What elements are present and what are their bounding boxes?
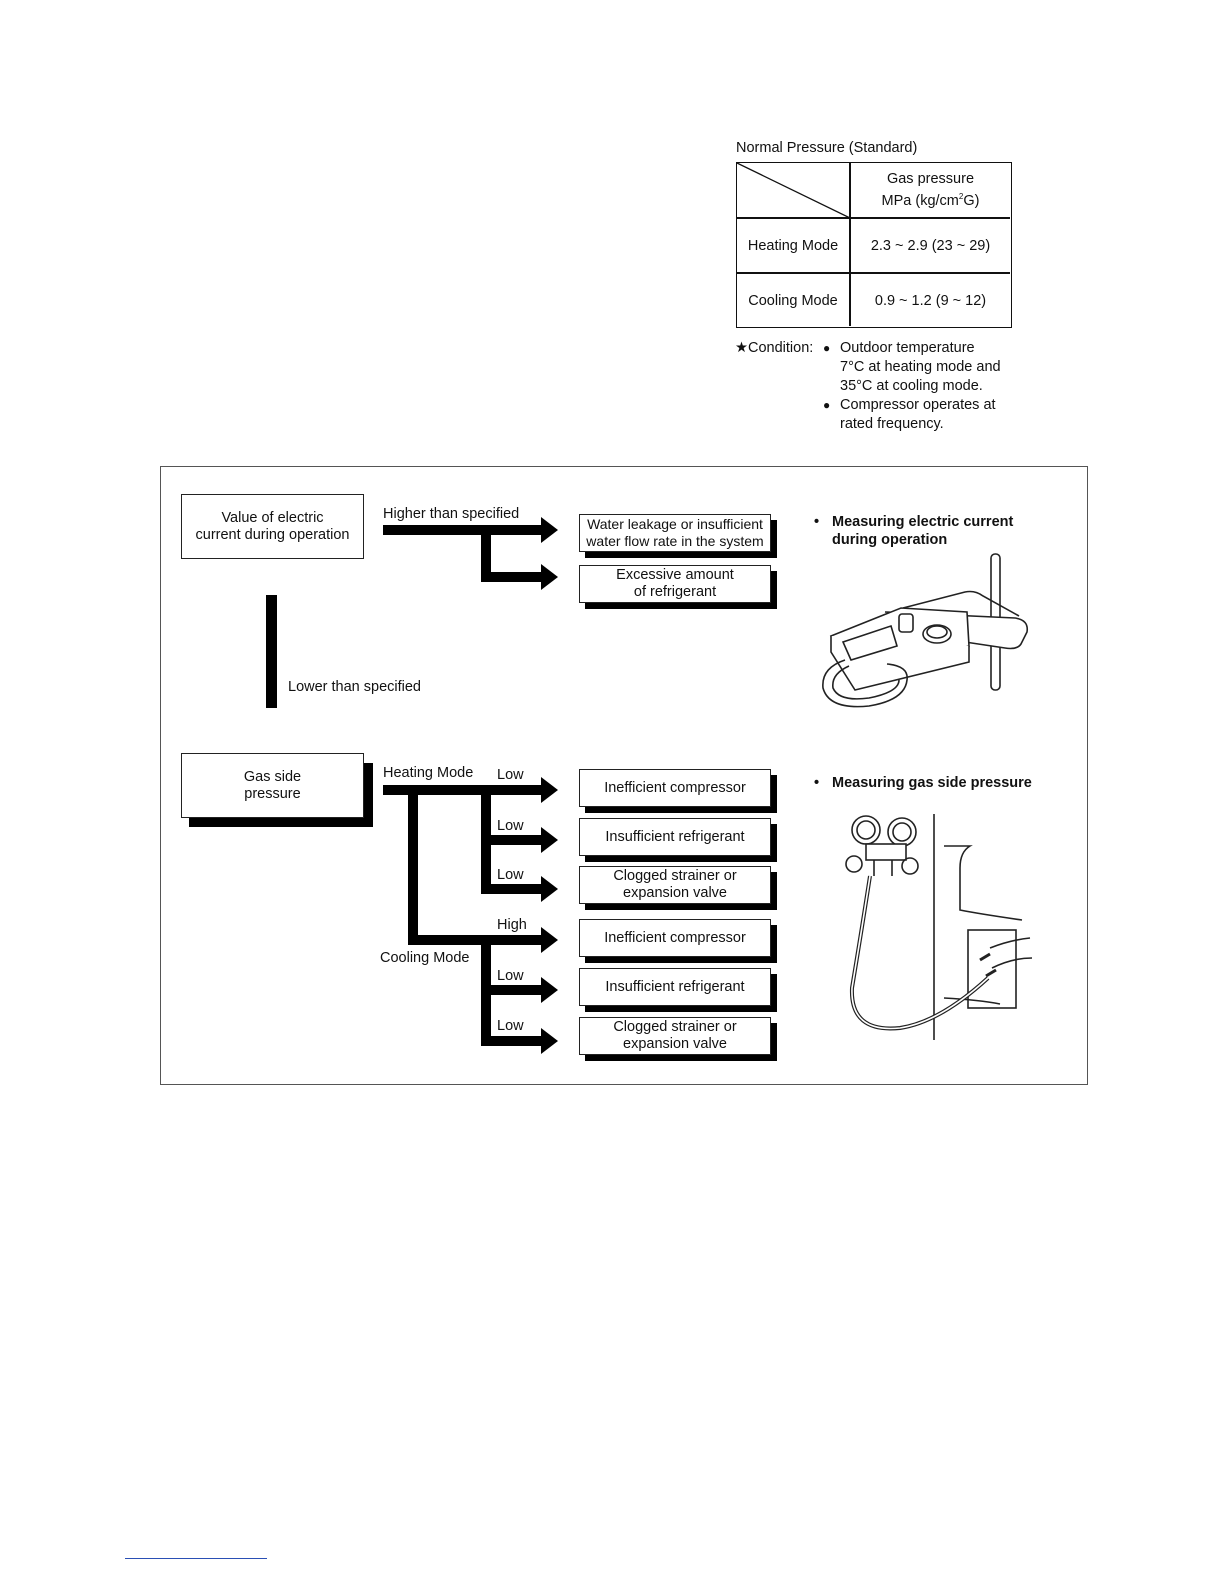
- cooling-branch-vertical: [408, 790, 418, 945]
- table-corner-diagonal: [737, 163, 850, 218]
- result-line2: water flow rate in the system: [586, 533, 764, 549]
- level-label: Low: [497, 818, 524, 834]
- clamp-meter-illustration: [822, 553, 1029, 708]
- result-inefficient-compressor: Inefficient compressor: [579, 769, 771, 807]
- result-line2: expansion valve: [623, 1036, 727, 1052]
- condition-line: rated frequency.: [840, 416, 944, 432]
- table-hline: [737, 272, 1010, 274]
- table-row-mode: Cooling Mode: [748, 292, 838, 309]
- current-box-line1: Value of electric: [221, 509, 324, 526]
- result-line1: Water leakage or insufficient: [587, 516, 763, 532]
- level-label: Low: [497, 767, 524, 783]
- result-line1: Clogged strainer or: [613, 868, 737, 884]
- table-hline: [737, 217, 1010, 219]
- current-box-line2: current during operation: [195, 526, 350, 543]
- header-unit-pre: MPa (kg/cm: [881, 192, 959, 209]
- condition-line: Compressor operates at: [840, 397, 996, 413]
- condition-bullet: ●: [823, 398, 831, 412]
- footnote-separator: [125, 1558, 267, 1559]
- gauge-manifold-illustration: [845, 814, 1033, 1040]
- lower-than-specified-bar: [266, 595, 277, 708]
- table-row-value: 2.3 ~ 2.9 (23 ~ 29): [870, 237, 991, 254]
- arrow-heating-2: [481, 835, 541, 845]
- result-clogged-strainer: Clogged strainer or expansion valve: [579, 1017, 771, 1055]
- header-unit-post: G): [963, 192, 980, 209]
- diagnosis-diagram-frame: [160, 466, 1088, 1085]
- level-label: Low: [497, 867, 524, 883]
- level-label: High: [497, 917, 527, 933]
- result-line2: of refrigerant: [633, 584, 717, 600]
- result-line1: Clogged strainer or: [613, 1019, 737, 1035]
- condition-line: 7°C at heating mode and: [840, 359, 1001, 375]
- result-clogged-strainer: Clogged strainer or expansion valve: [579, 866, 771, 904]
- current-source-box: Value of electric current during operati…: [181, 494, 364, 559]
- note-pressure-line1: Measuring gas side pressure: [832, 775, 1032, 791]
- condition-label: ★Condition:: [735, 340, 814, 356]
- level-label: Low: [497, 968, 524, 984]
- condition-line: 35°C at cooling mode.: [840, 378, 983, 394]
- result-line2: expansion valve: [623, 885, 727, 901]
- branch-vertical: [481, 530, 491, 582]
- table-header-line1: Gas pressure: [886, 171, 975, 188]
- arrow-cooling-2: [481, 985, 541, 995]
- pressure-box-line1: Gas side: [243, 768, 302, 785]
- arrow-excessive-refrigerant: [481, 564, 558, 590]
- result-line1: Inefficient compressor: [604, 929, 746, 946]
- arrow-higher-current: [383, 517, 558, 543]
- pressure-table: Gas pressure MPa (kg/cm2G) Heating Mode …: [736, 162, 1012, 328]
- arrow-heating-main: [383, 785, 541, 795]
- cooling-mode-label: Cooling Mode: [380, 950, 470, 966]
- result-water-leakage: Water leakage or insufficient water flow…: [579, 514, 771, 552]
- note-bullet: •: [814, 514, 820, 530]
- result-line1: Excessive amount: [616, 567, 734, 583]
- table-header-line2: MPa (kg/cm2G): [882, 188, 980, 210]
- result-line1: Insufficient refrigerant: [605, 828, 745, 845]
- table-title: Normal Pressure (Standard): [736, 140, 918, 156]
- arrow-heating-3: [481, 884, 541, 894]
- note-current-line1: Measuring electric current: [832, 514, 1014, 530]
- heating-mode-label: Heating Mode: [383, 765, 474, 781]
- condition-line: Outdoor temperature: [840, 340, 975, 356]
- result-line1: Inefficient compressor: [604, 779, 746, 796]
- arrow-cooling-3: [481, 1036, 541, 1046]
- result-insufficient-refrigerant: Insufficient refrigerant: [579, 968, 771, 1006]
- header-unit-sup: 2: [958, 192, 964, 202]
- table-row-value: 0.9 ~ 1.2 (9 ~ 12): [874, 292, 987, 309]
- table-row-mode: Heating Mode: [747, 237, 839, 254]
- higher-than-specified-label: Higher than specified: [383, 506, 520, 522]
- result-line1: Insufficient refrigerant: [605, 978, 745, 995]
- result-inefficient-compressor: Inefficient compressor: [579, 919, 771, 957]
- table-vline: [849, 163, 851, 326]
- level-label: Low: [497, 1018, 524, 1034]
- lower-than-specified-label: Lower than specified: [288, 679, 421, 695]
- condition-bullet: ●: [823, 341, 831, 355]
- note-bullet: •: [814, 775, 820, 791]
- arrow-cooling-main: [408, 935, 541, 945]
- table-header: Gas pressure MPa (kg/cm2G): [850, 163, 1011, 217]
- note-current-line2: during operation: [832, 532, 948, 548]
- pressure-source-box: Gas side pressure: [181, 753, 364, 818]
- result-excessive-refrigerant: Excessive amount of refrigerant: [579, 565, 771, 603]
- result-insufficient-refrigerant: Insufficient refrigerant: [579, 818, 771, 856]
- pressure-box-line2: pressure: [244, 785, 301, 802]
